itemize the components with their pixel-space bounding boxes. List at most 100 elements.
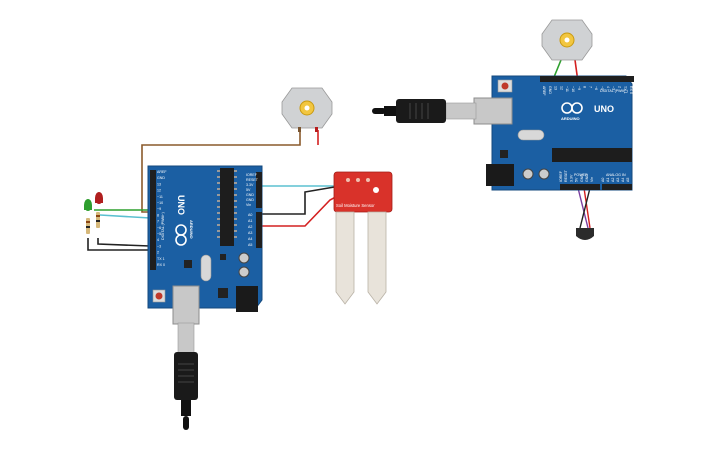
right-board-power-label: POWER — [574, 173, 588, 177]
atmega-chip — [220, 168, 234, 246]
right-board-digital-label: DIGITAL (PWM~) — [600, 89, 628, 93]
left-digital-pin-label: 2 — [157, 251, 159, 255]
left-digital-pin-label: 13 — [157, 182, 161, 186]
wires — [87, 59, 591, 251]
left-digital-pin-label: ~10 — [157, 201, 163, 205]
temperature-sensor[interactable] — [576, 228, 594, 240]
right-digital-pin-label: 4 — [606, 86, 610, 88]
left-power-pin-label: GND — [246, 193, 254, 197]
left-digital-pin-label: ~6 — [157, 226, 161, 230]
right-board-analog-label: ANALOG IN — [606, 173, 626, 177]
arduino-logo-icon — [175, 224, 187, 246]
right-digital-pin-label: AREF — [542, 86, 546, 96]
right-power-pin-label: 5V — [575, 177, 579, 182]
right-power-pin-label: Vin — [590, 177, 594, 182]
soil-moisture-sensor[interactable]: Soil Moisture Sensor — [333, 171, 393, 305]
left-digital-pin-label: GND — [157, 176, 165, 180]
right-board-model: UNO — [594, 104, 614, 114]
right-digital-pin-label: GND — [548, 86, 552, 94]
left-power-pin-label: RESET — [246, 178, 259, 182]
wire-sensor-black[interactable] — [258, 183, 353, 215]
left-digital-pin-label: RX 0 — [157, 263, 165, 267]
led-green[interactable] — [84, 199, 92, 211]
led-red[interactable] — [95, 192, 103, 204]
usb-cable-right[interactable] — [372, 99, 477, 123]
left-power-pin-label: IOREF — [246, 173, 258, 177]
capacitor — [238, 266, 250, 278]
right-digital-pin-label: 7 — [588, 86, 592, 88]
left-power-pin-label: GND — [246, 198, 254, 202]
right-digital-pin-label: 8 — [583, 86, 587, 88]
left-digital-pin-label: TX 1 — [157, 257, 165, 261]
capacitor — [238, 252, 250, 264]
left-digital-pin-label: 4 — [157, 238, 159, 242]
wire-temp-purple[interactable] — [577, 187, 589, 229]
right-analog-pin-label: A2 — [611, 178, 615, 182]
wire-sensor-cyan[interactable] — [258, 179, 347, 187]
capacitor — [522, 168, 534, 180]
left-analog-pin-label: A5 — [248, 243, 252, 247]
crystal-oscillator — [517, 129, 545, 141]
left-analog-pin-label: A3 — [248, 231, 252, 235]
right-power-pin-label: 3.3V — [569, 174, 573, 182]
left-board-digital-label: DIGITAL (PWM~) — [161, 212, 165, 240]
wire-temp-red[interactable] — [583, 187, 591, 229]
arduino-uno-left[interactable]: DIGITAL (PWM~) UNO ARDUINO — [147, 165, 263, 325]
left-digital-pin-label: 7 — [157, 220, 159, 224]
right-analog-pin-label: A0 — [601, 178, 605, 182]
right-power-pin-label: RESET — [564, 169, 568, 182]
left-digital-pin-label: 12 — [157, 189, 161, 193]
right-board-brand: ARDUINO — [561, 116, 580, 121]
right-power-pin-label: IOREF — [559, 170, 563, 182]
wire-led-black-2[interactable] — [97, 238, 151, 247]
right-analog-pin-label: A3 — [616, 178, 620, 182]
left-power-pin-label: 3.3V — [246, 183, 254, 187]
left-digital-pin-label: ~3 — [157, 244, 161, 248]
usb-port — [172, 285, 200, 325]
left-digital-pin-label: ~5 — [157, 232, 161, 236]
left-analog-pin-label: A0 — [248, 213, 252, 217]
left-analog-pin-label: A1 — [248, 219, 252, 223]
right-digital-pin-label: 13 — [554, 86, 558, 90]
right-digital-pin-label: ~9 — [577, 86, 581, 90]
left-board-model: UNO — [176, 195, 186, 215]
capacitor — [538, 168, 550, 180]
dc-motor-right[interactable] — [541, 19, 593, 61]
right-digital-pin-label: ~5 — [600, 86, 604, 90]
arduino-uno-right[interactable]: DIGITAL (PWM~) UNO ARDUINO POWER ANALOG … — [473, 75, 634, 191]
left-power-pin-label: 5V — [246, 188, 251, 192]
right-power-pin-label: GND — [585, 174, 589, 182]
atmega-chip — [552, 148, 632, 162]
right-analog-pin-label: A5 — [626, 178, 630, 182]
left-power-pin-label: Vin — [246, 203, 251, 207]
left-analog-pin-label: A2 — [248, 225, 252, 229]
right-digital-pin-label: TX 1 — [623, 86, 627, 94]
right-digital-pin-label: 2 — [617, 86, 621, 88]
usb-port — [473, 97, 513, 125]
left-digital-pin-label: ~11 — [157, 195, 163, 199]
wire-motor-left-brown[interactable] — [141, 130, 301, 213]
left-analog-pin-label: A4 — [248, 237, 252, 241]
left-digital-pin-label: ~9 — [157, 207, 161, 211]
wire-temp-black[interactable] — [579, 187, 591, 229]
left-board-brand: ARDUINO — [189, 220, 194, 239]
power-jack — [486, 164, 514, 186]
right-digital-pin-label: 12 — [559, 86, 563, 90]
resistor — [96, 212, 100, 228]
resistor — [86, 218, 90, 234]
dc-motor-left[interactable] — [281, 87, 333, 132]
wire-led-black[interactable] — [87, 238, 150, 251]
right-digital-pin-label: ~11 — [565, 86, 569, 92]
right-analog-pin-label: A1 — [606, 178, 610, 182]
right-analog-pin-label: A4 — [621, 178, 625, 182]
crystal-oscillator — [200, 254, 212, 282]
wire-led-cyan[interactable] — [99, 214, 151, 219]
right-digital-pin-label: ~3 — [612, 86, 616, 90]
right-digital-pin-label: RX 0 — [629, 86, 633, 94]
usb-cable-left[interactable] — [174, 322, 198, 430]
arduino-logo-icon — [561, 102, 583, 114]
soil-sensor-label: Soil Moisture Sensor — [336, 203, 375, 208]
right-digital-pin-label: ~10 — [571, 86, 575, 92]
left-digital-pin-label: 8 — [157, 213, 159, 217]
